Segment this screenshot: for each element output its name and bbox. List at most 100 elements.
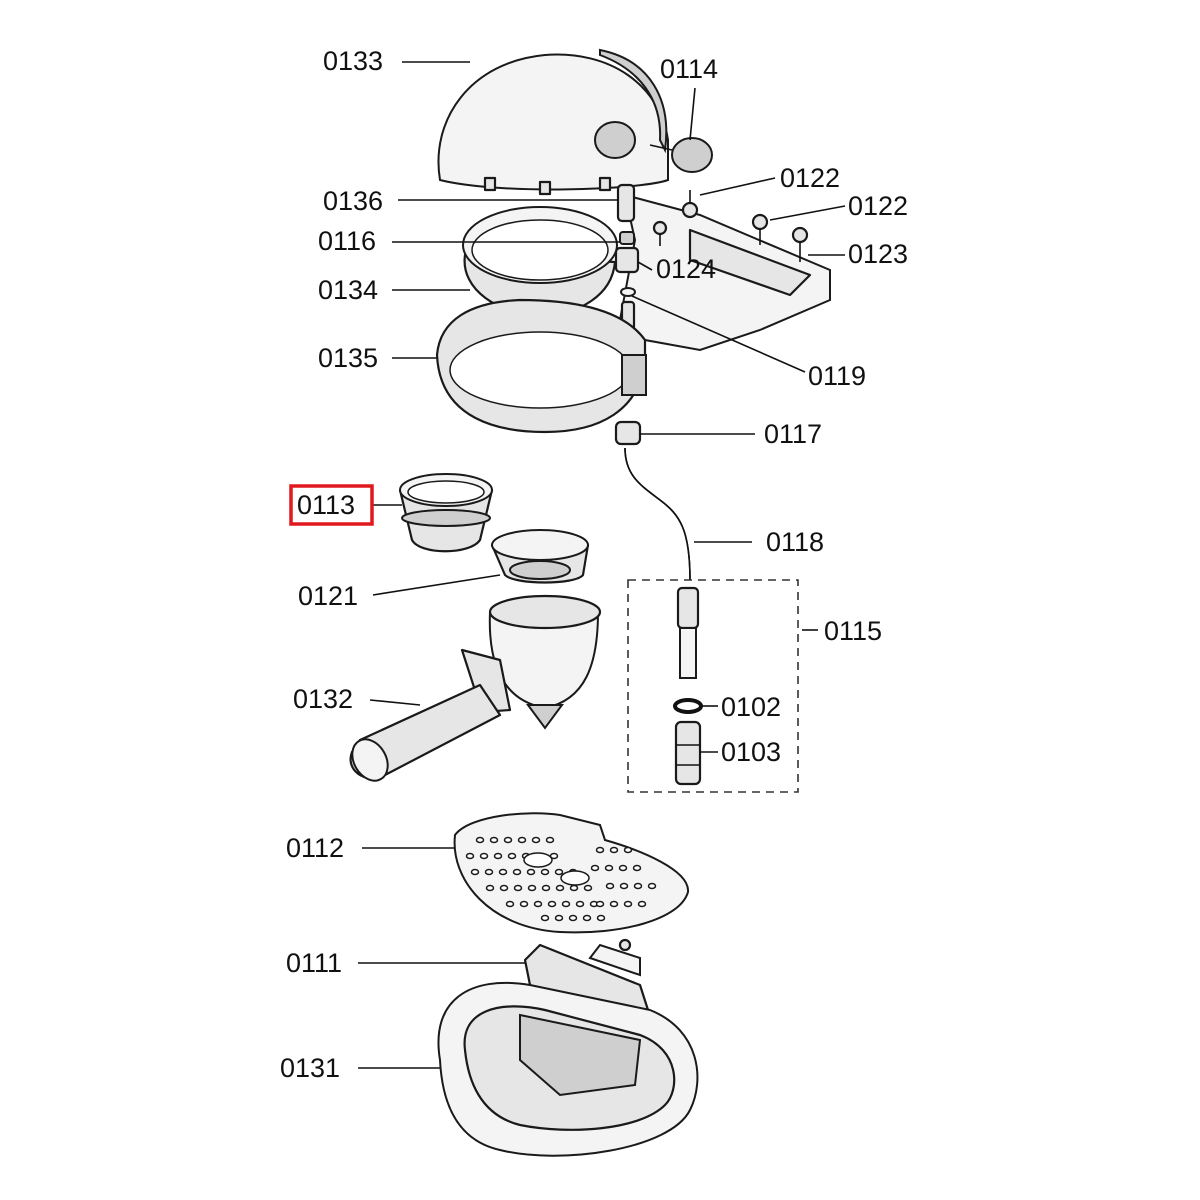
drip-hole — [609, 846, 619, 854]
part-0133-dome-cover — [437, 48, 669, 196]
drip-hole — [605, 882, 615, 890]
drip-hole — [632, 864, 642, 872]
drip-hole — [512, 868, 522, 876]
drip-hole — [595, 846, 605, 854]
label-0111: 0111 — [286, 948, 342, 978]
label-0121: 0121 — [298, 581, 358, 611]
drip-hole — [555, 884, 565, 892]
part-0135-basin — [435, 298, 647, 434]
drip-hole — [465, 852, 475, 860]
screw-0122b — [751, 213, 769, 245]
label-0116: 0116 — [318, 226, 376, 256]
part-0118-pipe — [624, 447, 691, 581]
part-0134-ring — [462, 206, 618, 317]
part-labels: 0133 0114 0122 0122 0136 0116 0123 0124 … — [280, 46, 908, 1083]
drip-hole — [547, 900, 557, 908]
label-0135: 0135 — [318, 343, 378, 373]
screw-0122a — [681, 190, 699, 219]
drip-hole — [619, 882, 629, 890]
label-0112: 0112 — [286, 833, 344, 863]
drip-hole — [498, 868, 508, 876]
screw-0123 — [791, 226, 809, 262]
drip-hole — [618, 864, 628, 872]
drip-hole — [633, 882, 643, 890]
label-0115: 0115 — [824, 616, 882, 646]
label-0119: 0119 — [808, 361, 866, 391]
part-0115-tube — [676, 586, 700, 679]
leader-0122a — [699, 177, 776, 196]
leader-0124 — [637, 261, 653, 271]
drip-hole — [541, 884, 551, 892]
chassis-bracket — [618, 193, 831, 352]
drip-hole — [575, 900, 585, 908]
highlight-box-0113 — [289, 484, 374, 526]
label-0102: 0102 — [721, 692, 781, 722]
drip-hole — [595, 900, 605, 908]
screw-extra — [652, 220, 668, 246]
drip-hole — [499, 884, 509, 892]
drip-hole — [604, 864, 614, 872]
label-0122a: 0122 — [780, 163, 840, 193]
drip-hole — [540, 868, 550, 876]
leader-0122b — [769, 205, 846, 221]
part-0113-filter-basket — [398, 473, 494, 553]
label-0103: 0103 — [721, 737, 781, 767]
drip-hole — [623, 900, 633, 908]
drip-hole — [583, 884, 593, 892]
drip-hole — [623, 846, 633, 854]
drip-hole — [489, 836, 499, 844]
drip-hole — [554, 914, 564, 922]
drip-hole — [527, 884, 537, 892]
drip-hole — [554, 868, 564, 876]
leader-0119 — [631, 295, 806, 373]
drip-hole — [545, 836, 555, 844]
drip-hole — [485, 884, 495, 892]
drip-hole — [475, 836, 485, 844]
label-0122b: 0122 — [848, 191, 908, 221]
label-0131: 0131 — [280, 1053, 340, 1083]
drip-hole — [503, 836, 513, 844]
drip-hole — [484, 868, 494, 876]
drip-hole — [507, 852, 517, 860]
part-0131-drip-tray — [437, 981, 699, 1157]
drip-hole — [533, 900, 543, 908]
label-0113: 0113 — [297, 490, 355, 520]
drip-hole — [590, 864, 600, 872]
label-0136: 0136 — [323, 186, 383, 216]
drip-hole — [505, 900, 515, 908]
part-0136-pin — [616, 183, 636, 223]
label-0118: 0118 — [766, 527, 824, 557]
leader-0121 — [372, 574, 501, 596]
part-0117-connector — [614, 420, 642, 446]
drip-hole — [493, 852, 503, 860]
part-0112-drip-grid — [453, 812, 690, 934]
drip-hole — [609, 900, 619, 908]
drip-hole — [531, 836, 541, 844]
label-0124: 0124 — [656, 254, 716, 284]
drip-hole — [540, 914, 550, 922]
leader-lines — [358, 61, 846, 1069]
group-0115-box — [627, 579, 799, 793]
label-0123: 0123 — [848, 239, 908, 269]
label-0132: 0132 — [293, 684, 353, 714]
drip-hole — [561, 900, 571, 908]
part-0102-oring — [673, 698, 703, 714]
part-0121-filter-small — [490, 529, 590, 584]
drip-hole — [517, 836, 527, 844]
drip-hole — [568, 914, 578, 922]
leader-0132 — [369, 699, 421, 706]
label-0114: 0114 — [660, 54, 718, 84]
label-0134: 0134 — [318, 275, 378, 305]
drip-hole — [519, 900, 529, 908]
label-0133: 0133 — [323, 46, 383, 76]
leader-0114 — [689, 87, 696, 141]
drip-hole — [526, 868, 536, 876]
drip-hole — [513, 884, 523, 892]
part-0103-nozzle — [674, 720, 702, 786]
drip-hole — [637, 900, 647, 908]
drip-hole — [470, 868, 480, 876]
drip-hole — [596, 914, 606, 922]
drip-hole — [569, 884, 579, 892]
